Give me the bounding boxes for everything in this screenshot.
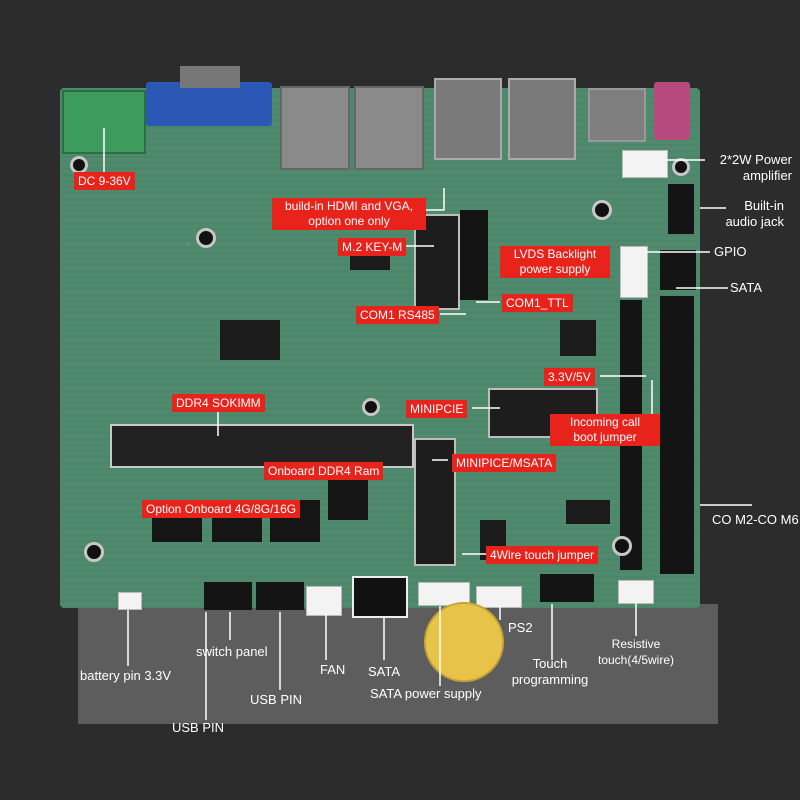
label-usb-pin-left: USB PIN [172, 720, 225, 735]
label-audio-jack: Built-in audio jack [725, 198, 784, 229]
fan-connector [306, 586, 342, 616]
switch-panel-header [204, 582, 252, 610]
label-onboard-ram: Onboard DDR4 Ram [264, 462, 384, 480]
usb-port-2 [508, 78, 576, 160]
mount-hole-3 [84, 542, 104, 562]
audio-header [668, 184, 694, 234]
mount-hole-4 [612, 536, 632, 556]
label-3v3-5v: 3.3V/5V [544, 368, 595, 386]
label-resistive-touch: Resistive touch(4/5wire) [597, 637, 675, 667]
ddr4-sodimm-slot [110, 424, 414, 468]
leader-hdmi-vga [420, 188, 445, 211]
gpio-header [660, 250, 696, 290]
label-usb-pin-right: USB PIN [250, 692, 303, 707]
coin-battery [424, 602, 504, 682]
label-minipcie: MINIPCIE [406, 400, 468, 418]
label-gpio: GPIO [714, 244, 747, 259]
label-battery-pin: battery pin 3.3V [80, 668, 172, 683]
touch-programming-header [540, 574, 594, 602]
label-minipcie-msata: MINIPICE/MSATA [452, 454, 557, 472]
label-dc: DC 9-36V [74, 172, 135, 190]
sata-connector [352, 576, 408, 618]
ethernet-port-1 [280, 86, 350, 170]
label-lvds: LVDS Backlight power supply [500, 246, 610, 278]
usb-port-1 [434, 78, 502, 160]
label-touch-jumper: 4Wire touch jumper [486, 546, 599, 564]
label-incoming-call: Incoming call boot jumper [550, 414, 660, 446]
label-m2: M.2 KEY-M [338, 238, 407, 256]
mount-hole-2 [592, 200, 612, 220]
com-header [660, 296, 694, 574]
label-switch-panel: switch panel [196, 644, 268, 659]
ram-chip-4 [328, 480, 368, 520]
label-touch-programming: Touch programming [511, 656, 589, 687]
ps2-connector [476, 586, 522, 608]
label-com1-rs485: COM1 RS485 [356, 306, 439, 324]
label-com1-ttl: COM1_TTL [502, 294, 573, 312]
lvds-connector [620, 246, 648, 298]
vga-port [146, 82, 272, 126]
mounting-tray [78, 604, 718, 724]
label-com-m2-m6: CO M2-CO M6 [712, 512, 799, 527]
label-hdmi-vga: build-in HDMI and VGA, option one only [272, 198, 426, 230]
chip-4 [566, 500, 610, 524]
m2-slot [414, 214, 460, 310]
label-sata-power: SATA power supply [370, 686, 482, 701]
label-ps2: PS2 [508, 620, 533, 635]
battery-connector [118, 592, 142, 610]
label-sata-right: SATA [730, 280, 763, 295]
usb-pin-header [256, 582, 304, 610]
label-option-onboard: Option Onboard 4G/8G/16G [142, 500, 301, 518]
chip-3 [560, 320, 596, 356]
mount-hole-5 [362, 398, 380, 416]
hdmi-port [588, 88, 646, 142]
label-sata-bottom: SATA [368, 664, 401, 679]
amplifier-connector [622, 150, 668, 178]
audio-jack [654, 82, 690, 140]
label-ddr4-sodimm: DDR4 SOKIMM [172, 394, 265, 412]
label-fan: FAN [320, 662, 346, 677]
label-power-amplifier: 2*2W Power amplifier [719, 152, 792, 183]
chip-2 [220, 320, 280, 360]
m2-header [460, 210, 488, 300]
vga-port-shell [180, 66, 240, 88]
mount-hole-1 [196, 228, 216, 248]
ethernet-port-2 [354, 86, 424, 170]
